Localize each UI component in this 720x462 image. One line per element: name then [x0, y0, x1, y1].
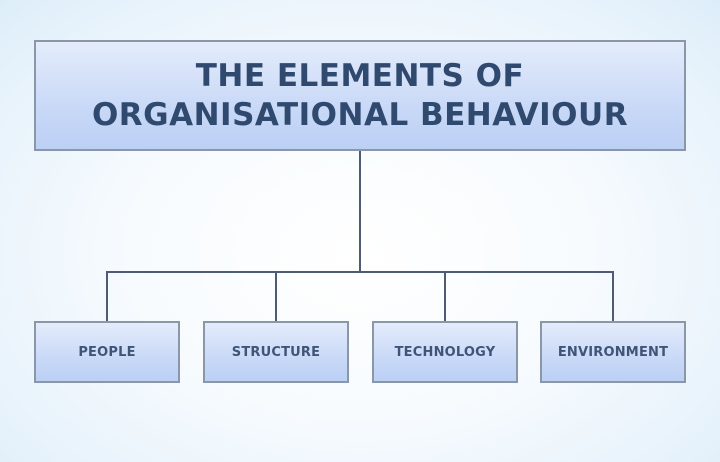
connector-environment — [612, 271, 614, 322]
title-line-1: THE ELEMENTS OF — [195, 57, 525, 94]
connector-structure — [275, 271, 277, 322]
title-line-2: ORGANISATIONAL BEHAVIOUR — [91, 96, 629, 133]
node-label: STRUCTURE — [231, 344, 321, 360]
node-label: TECHNOLOGY — [394, 344, 496, 360]
node-environment: ENVIRONMENT — [540, 321, 686, 383]
connector-technology — [444, 271, 446, 322]
connector-people — [106, 271, 108, 322]
diagram-title: THE ELEMENTS OF ORGANISATIONAL BEHAVIOUR — [92, 57, 628, 135]
node-label: PEOPLE — [78, 344, 136, 360]
node-structure: STRUCTURE — [203, 321, 349, 383]
root-node: THE ELEMENTS OF ORGANISATIONAL BEHAVIOUR — [34, 40, 686, 151]
node-technology: TECHNOLOGY — [372, 321, 518, 383]
connector-bus — [106, 271, 614, 273]
node-label: ENVIRONMENT — [557, 344, 669, 360]
node-people: PEOPLE — [34, 321, 180, 383]
connector-trunk — [359, 151, 361, 273]
